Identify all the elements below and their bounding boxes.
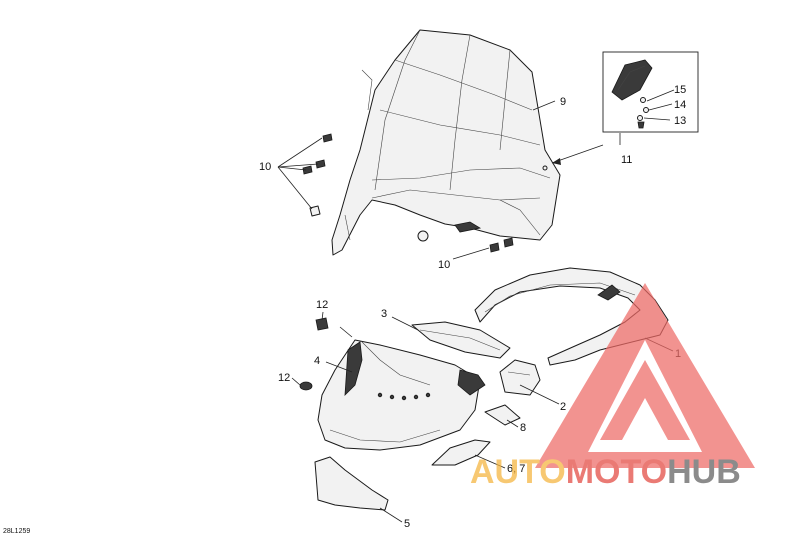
watermark-text: AUTOMOTOHUB bbox=[470, 453, 741, 491]
hardware-kit-box bbox=[602, 51, 699, 133]
callout-15: 15 bbox=[674, 84, 686, 96]
windshield-part bbox=[331, 29, 561, 256]
watermark-auto: AUTO bbox=[470, 453, 566, 491]
callout-5: 5 bbox=[404, 518, 410, 530]
automotohub-logo-icon bbox=[535, 283, 755, 468]
screw-fasteners-left bbox=[302, 133, 333, 217]
screw-fasteners-lower bbox=[417, 230, 514, 253]
grommet-parts bbox=[299, 317, 329, 391]
reflector-pad-part bbox=[484, 404, 521, 426]
callout-10-lower: 10 bbox=[438, 259, 450, 271]
callout-9: 9 bbox=[560, 96, 566, 108]
callout-14: 14 bbox=[674, 99, 686, 111]
callout-2: 2 bbox=[560, 401, 566, 413]
callout-10-upper: 10 bbox=[259, 161, 271, 173]
upper-panel-part bbox=[411, 321, 511, 359]
callout-6-7: 6, 7 bbox=[507, 463, 525, 475]
callout-13: 13 bbox=[674, 115, 686, 127]
arrowhead bbox=[552, 158, 561, 165]
callout-8: 8 bbox=[520, 422, 526, 434]
callout-11: 11 bbox=[621, 154, 632, 166]
automotohub-watermark: AUTOMOTOHUB bbox=[470, 283, 755, 491]
front-nose-part bbox=[317, 339, 486, 451]
watermark-hub: HUB bbox=[667, 453, 741, 491]
callout-3: 3 bbox=[381, 308, 387, 320]
callout-12-upper: 12 bbox=[316, 299, 328, 311]
callout-4: 4 bbox=[314, 355, 320, 367]
decal-strip-part bbox=[431, 439, 491, 466]
side-insert-part bbox=[499, 359, 541, 396]
drawing-code: 28L1259 bbox=[3, 528, 30, 535]
watermark-moto: MOTO bbox=[566, 453, 667, 491]
lower-panel-part bbox=[314, 456, 389, 511]
callout-12-lower: 12 bbox=[278, 372, 290, 384]
